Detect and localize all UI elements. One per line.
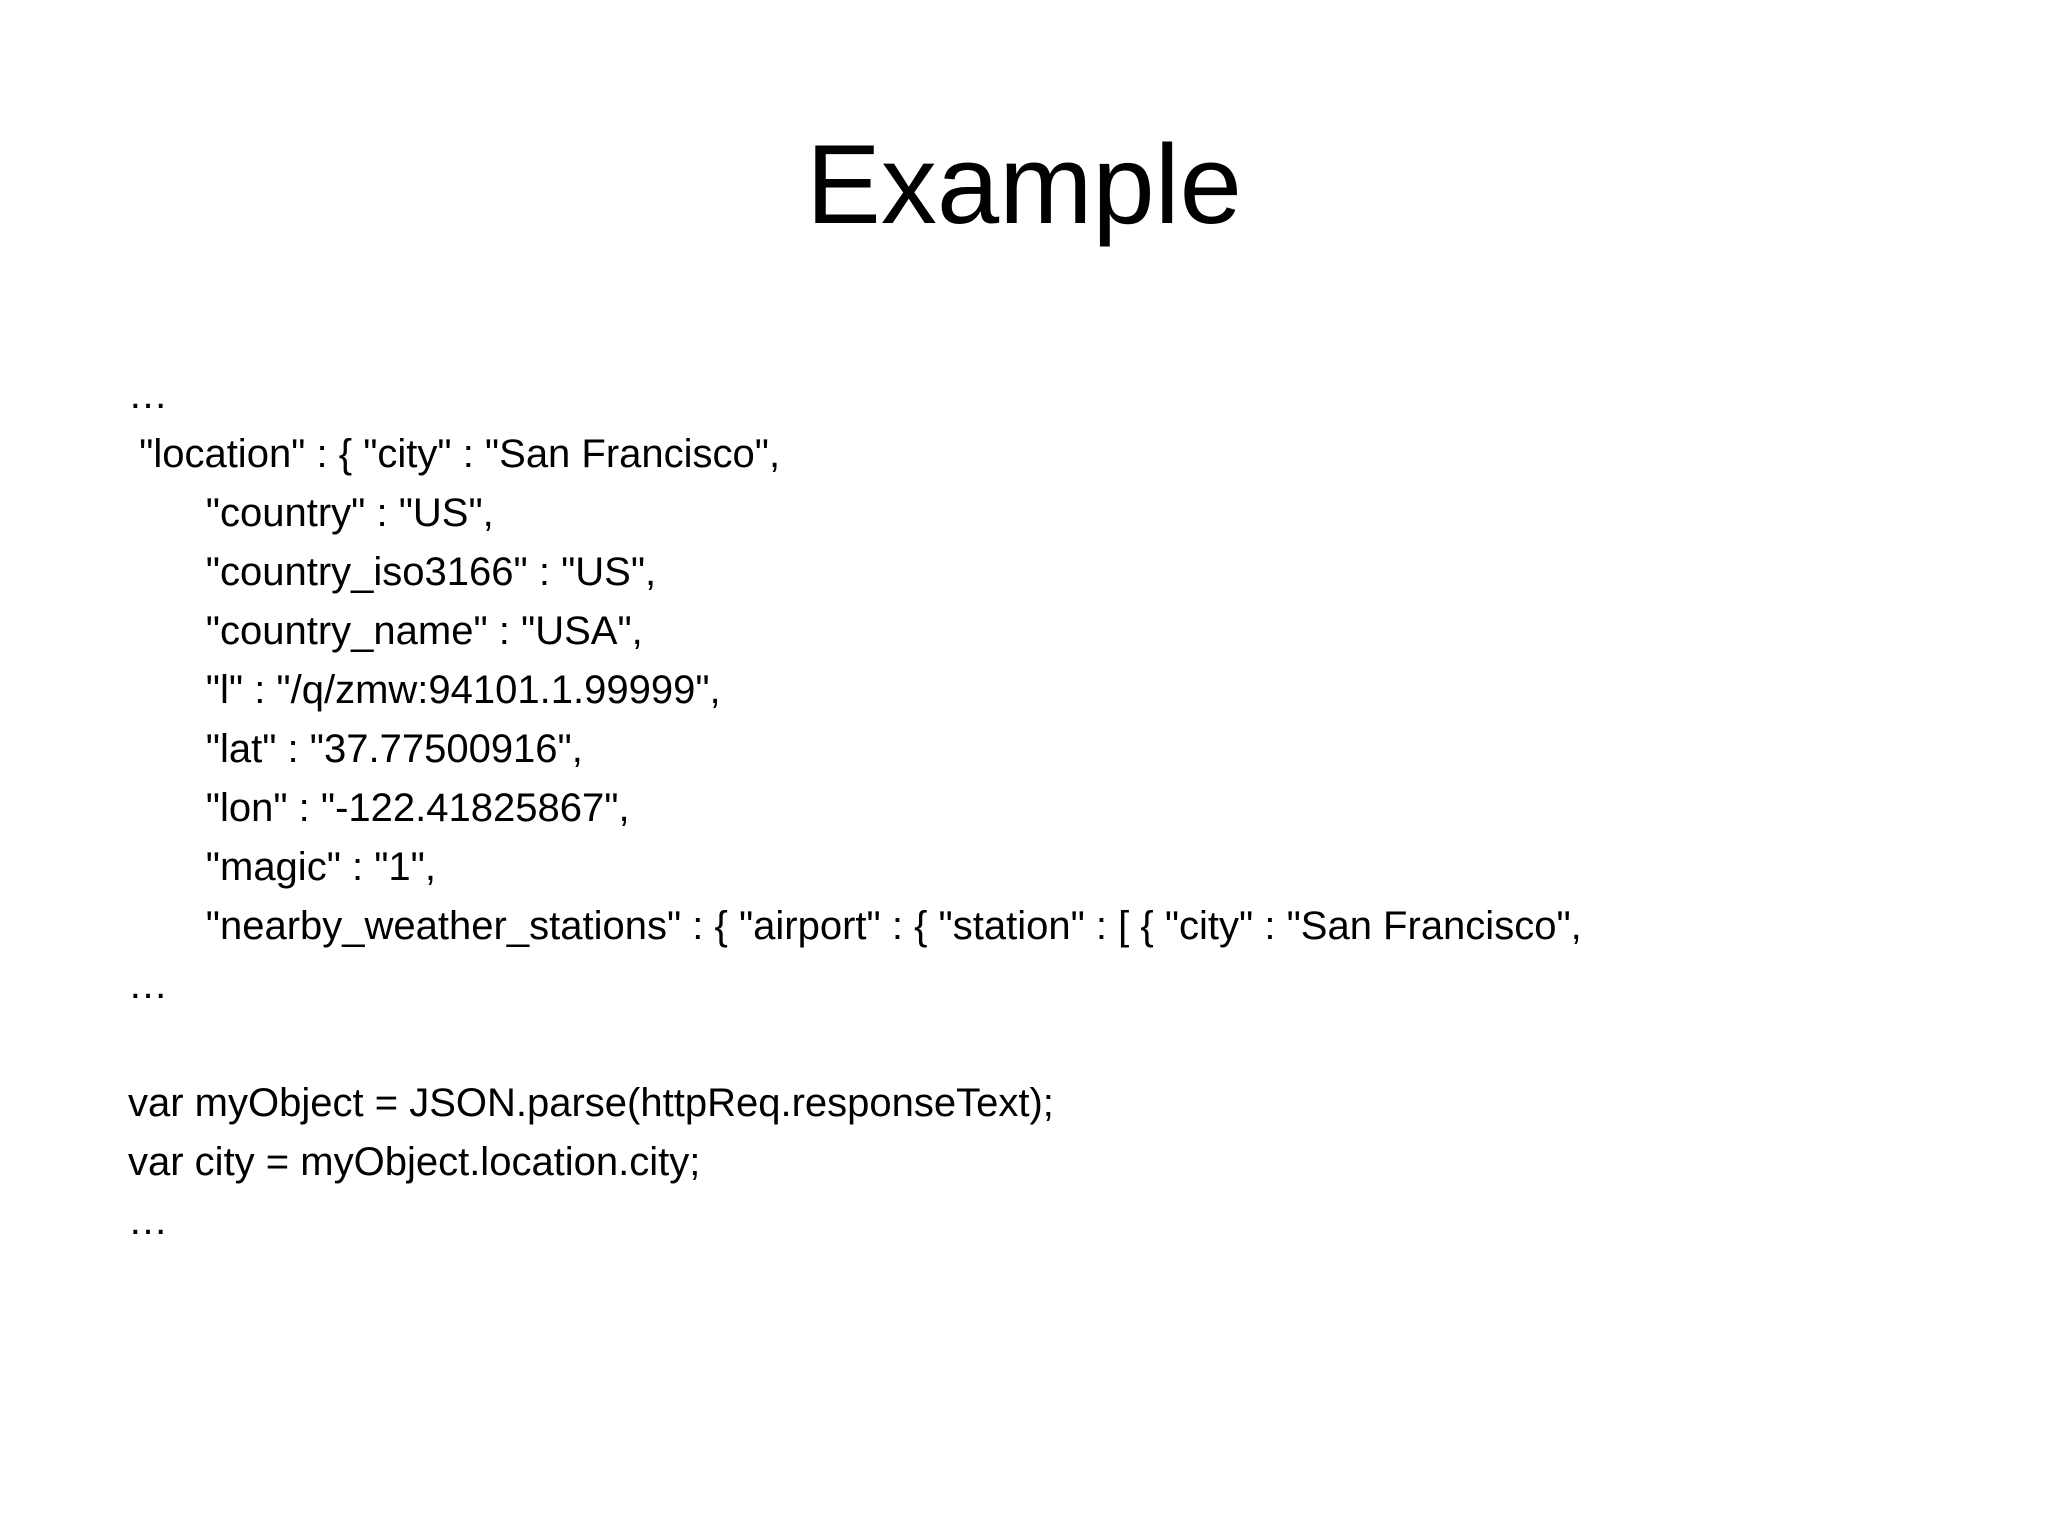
code-line-location-city: "location" : { "city" : "San Francisco", [128, 432, 781, 476]
code-line-var-city: var city = myObject.location.city; [128, 1140, 701, 1184]
code-line-lon: "lon" : "-122.41825867", [128, 786, 630, 830]
code-line-nearby-stations: "nearby_weather_stations" : { "airport" … [128, 904, 1582, 948]
code-line-country: "country" : "US", [128, 491, 494, 535]
code-line-country-name: "country_name" : "USA", [128, 609, 643, 653]
code-line-country-iso3166: "country_iso3166" : "US", [128, 550, 657, 594]
code-line-var-myobject: var myObject = JSON.parse(httpReq.respon… [128, 1081, 1054, 1125]
code-line-blank [128, 1015, 2028, 1074]
code-line-magic: "magic" : "1", [128, 845, 436, 889]
code-line-l-zmw: "l" : "/q/zmw:94101.1.99999", [128, 668, 721, 712]
slide-title: Example [806, 122, 1242, 247]
code-example-block: … "location" : { "city" : "San Francisco… [128, 366, 2028, 1251]
code-line-ellipsis-top: … [128, 373, 168, 417]
code-line-lat: "lat" : "37.77500916", [128, 727, 583, 771]
code-line-ellipsis-middle: … [128, 963, 168, 1007]
code-line-ellipsis-bottom: … [128, 1199, 168, 1243]
